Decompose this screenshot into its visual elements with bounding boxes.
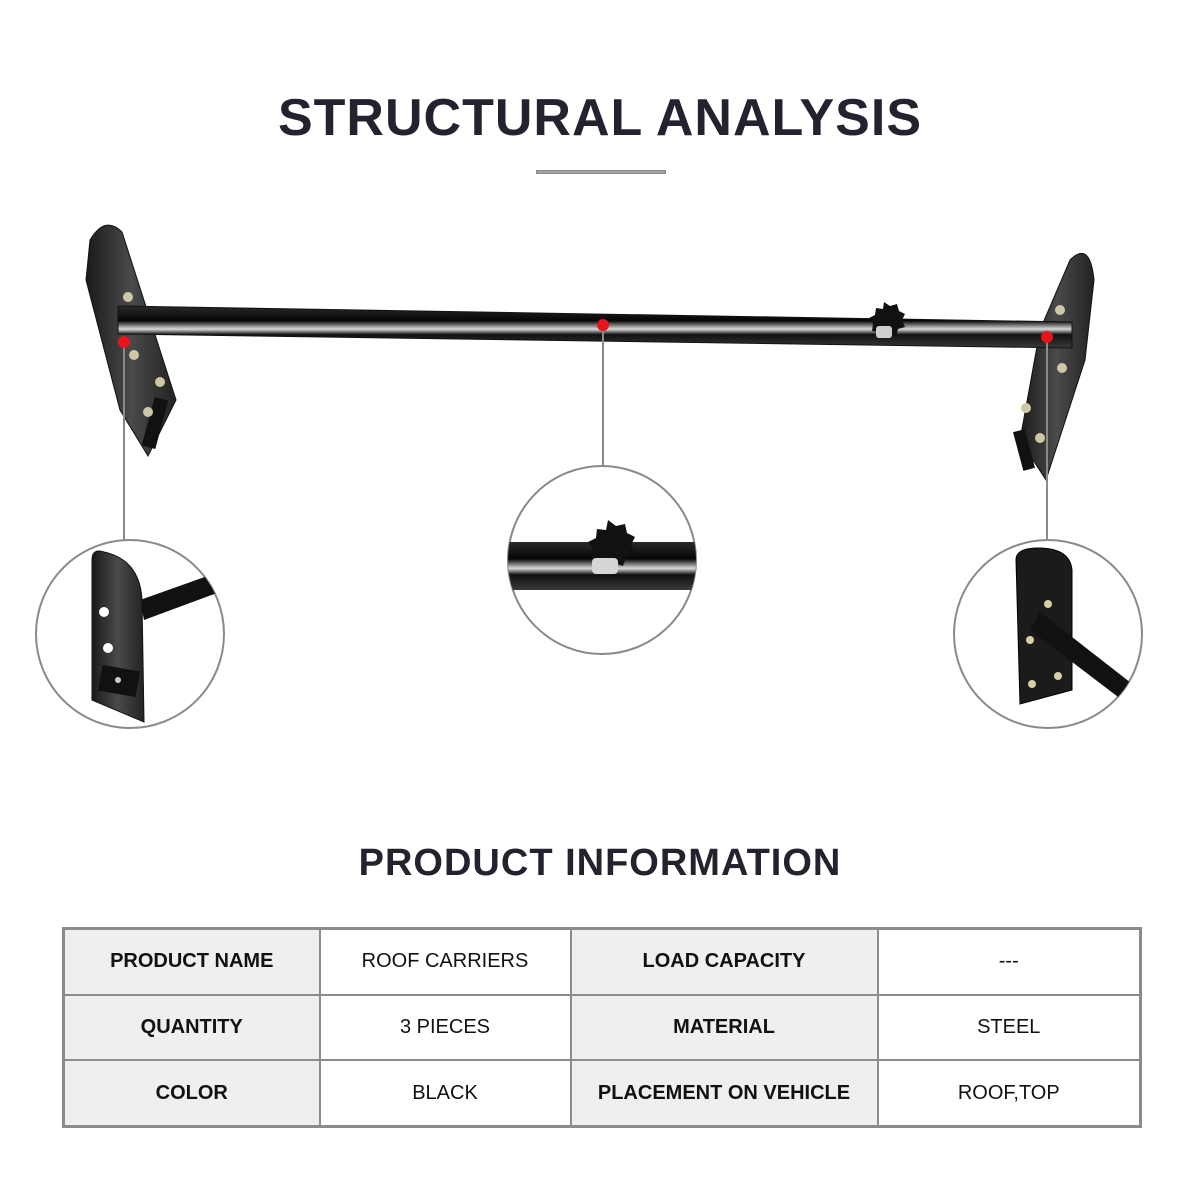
right-bracket bbox=[1013, 252, 1095, 482]
product-diagram bbox=[35, 224, 1143, 729]
callout-lines bbox=[123, 325, 1048, 540]
spec-label: LOAD CAPACITY bbox=[569, 927, 879, 996]
title-divider bbox=[536, 170, 666, 174]
crossbar bbox=[117, 305, 1073, 349]
center-knob-detail bbox=[507, 465, 697, 655]
table-row: PRODUCT NAME ROOF CARRIERS LOAD CAPACITY… bbox=[62, 927, 1142, 996]
section-title-product-information: PRODUCT INFORMATION bbox=[358, 842, 842, 884]
spec-value: ROOF,TOP bbox=[876, 1059, 1142, 1128]
spec-label: PLACEMENT ON VEHICLE bbox=[569, 1059, 879, 1128]
spec-label: PRODUCT NAME bbox=[62, 927, 321, 996]
spec-label: MATERIAL bbox=[569, 993, 879, 1062]
adjustment-knob bbox=[869, 302, 905, 338]
spec-value: BLACK bbox=[318, 1059, 572, 1128]
right-bracket-detail bbox=[953, 539, 1143, 729]
left-bracket bbox=[85, 224, 177, 458]
spec-label: QUANTITY bbox=[62, 993, 321, 1062]
left-bracket-detail bbox=[35, 539, 225, 729]
table-row: COLOR BLACK PLACEMENT ON VEHICLE ROOF,TO… bbox=[62, 1059, 1142, 1128]
spec-value: 3 PIECES bbox=[318, 993, 572, 1062]
spec-value: STEEL bbox=[876, 993, 1142, 1062]
spec-value: --- bbox=[876, 927, 1142, 996]
product-info-table: PRODUCT NAME ROOF CARRIERS LOAD CAPACITY… bbox=[62, 927, 1142, 1128]
marker-dots bbox=[118, 319, 1053, 348]
spec-label: COLOR bbox=[62, 1059, 321, 1128]
section-title-structural-analysis: STRUCTURAL ANALYSIS bbox=[277, 89, 922, 147]
spec-value: ROOF CARRIERS bbox=[318, 927, 572, 996]
table-row: QUANTITY 3 PIECES MATERIAL STEEL bbox=[62, 993, 1142, 1062]
